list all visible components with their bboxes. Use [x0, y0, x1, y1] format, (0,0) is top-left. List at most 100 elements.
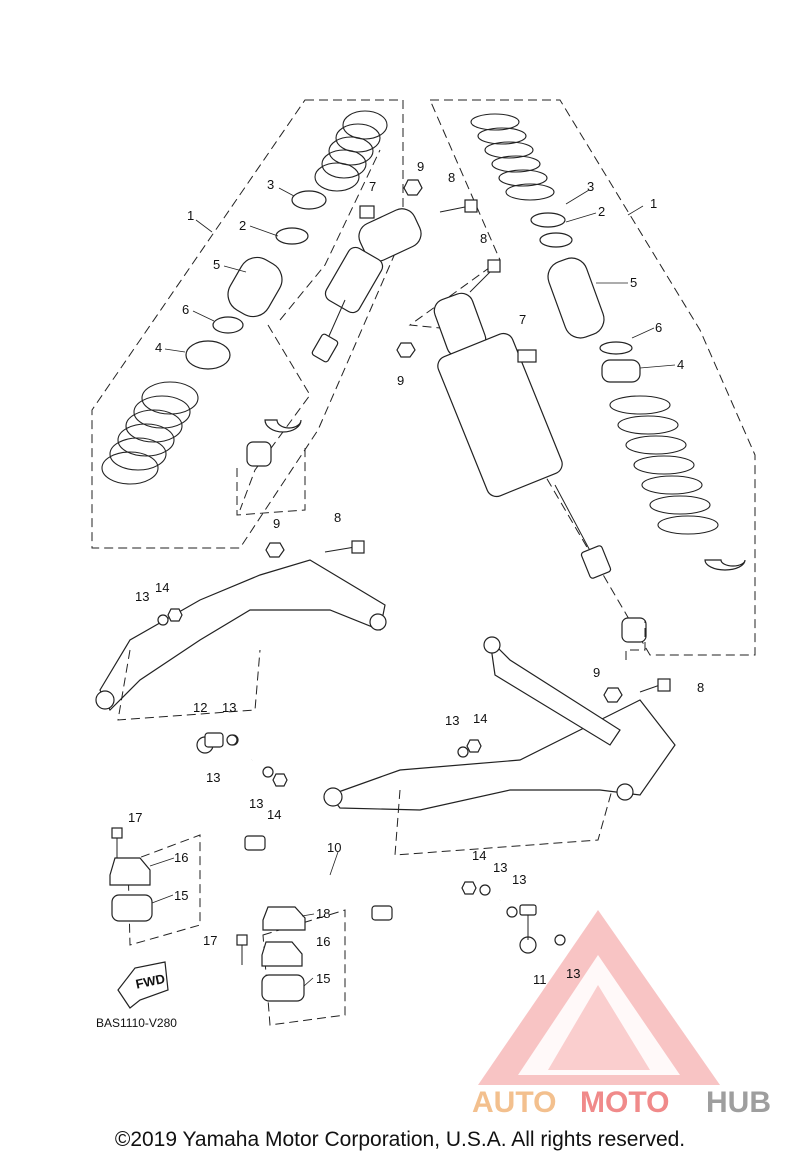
nut-left-arm: [265, 542, 285, 558]
callout-9-right: 9: [397, 373, 404, 388]
retainer-left: [275, 227, 309, 245]
callout-4-left: 4: [155, 340, 162, 355]
callout-9-right-arm: 9: [593, 665, 600, 680]
left-shock-group-outline: [91, 99, 404, 549]
callout-2-left: 2: [239, 218, 246, 233]
watermark-word-auto: AUTO: [472, 1086, 556, 1119]
callout-18: 18: [316, 906, 330, 921]
callout-13-h: 13: [566, 966, 580, 981]
washer-13a: [157, 614, 169, 626]
bolt-right-arm: [639, 678, 671, 693]
callout-13-e: 13: [445, 713, 459, 728]
callout-13-a: 13: [135, 589, 149, 604]
spring-guide-right: [601, 359, 641, 383]
callout-13-c: 13: [206, 770, 220, 785]
washer-13g: [506, 906, 518, 918]
callout-6-right: 6: [655, 320, 662, 335]
callout-5-left: 5: [213, 257, 220, 272]
callout-14-c: 14: [473, 711, 487, 726]
bushing-15b: [261, 974, 305, 1002]
callout-8-right: 8: [480, 231, 487, 246]
right-shock-absorber: [433, 292, 612, 579]
callout-8-right-arm: 8: [697, 680, 704, 695]
rear-arm-lower: [323, 636, 676, 811]
callout-17-b: 17: [203, 933, 217, 948]
callout-17-a: 17: [128, 810, 142, 825]
bolt-left-top: [439, 199, 478, 213]
callout-6-left: 6: [182, 302, 189, 317]
washer-13h: [554, 934, 566, 946]
callout-13-d: 13: [249, 796, 263, 811]
leader-lines: [149, 187, 676, 987]
right-spring-lower: [609, 395, 719, 535]
nut-right-top: [396, 342, 416, 358]
callout-16-b: 16: [316, 934, 330, 949]
bushing-15a: [111, 894, 153, 922]
bracket-16b: [261, 941, 303, 967]
bracket-18: [262, 906, 306, 931]
washer-13b: [226, 734, 238, 746]
retainer-right: [539, 232, 573, 248]
callout-labels: 1 2 3 4 5 6 7 8 9 1 2 3 4 5 6 7 8 9 8 9 …: [128, 159, 704, 987]
stabilizer-link-right: [519, 904, 537, 954]
rear-arm-upper: [95, 559, 387, 712]
callout-13-f: 13: [493, 860, 507, 875]
nut-right-arm: [603, 687, 623, 703]
copyright-notice: ©2019 Yamaha Motor Corporation, U.S.A. A…: [114, 1128, 686, 1151]
callout-9-left: 9: [417, 159, 424, 174]
callout-3-right: 3: [587, 179, 594, 194]
spring-guide-left: [185, 340, 231, 370]
watermark-word-moto: MOTO: [580, 1086, 669, 1119]
callout-7-left: 7: [369, 179, 376, 194]
exploded-parts-diagram: FWD 1 2 3 4 5 6 7 8 9 1 2 3 4 5 6: [91, 99, 771, 1119]
callout-15-b: 15: [316, 971, 330, 986]
bolt-right-top: [469, 259, 501, 293]
bushing-group-left-outline: [127, 834, 201, 946]
callout-16-a: 16: [174, 850, 188, 865]
callout-14-a: 14: [155, 580, 169, 595]
nut-14b: [272, 773, 288, 787]
callout-2-right: 2: [598, 204, 605, 219]
diagram-code: BAS1110-V280: [96, 1016, 177, 1030]
stabilizer-bar: [227, 757, 503, 935]
left-spring-lower: [101, 381, 199, 485]
automotohub-watermark-text: AUTO MOTO HUB: [472, 1086, 771, 1119]
label-tag-right: [517, 349, 537, 363]
spring-seat-right: [530, 212, 566, 228]
spring-clip-left: [264, 419, 302, 433]
bracket-16a: [109, 857, 151, 886]
lower-bushing-left: [246, 441, 272, 467]
callout-1-left: 1: [187, 208, 194, 223]
bumper-right: [547, 257, 605, 339]
bolt-left-arm: [324, 540, 365, 554]
callout-11: 11: [533, 972, 547, 987]
left-spring-upper: [314, 110, 388, 192]
forward-direction-arrow: FWD: [117, 961, 169, 1009]
nut-14a: [167, 608, 183, 622]
nut-14c: [466, 739, 482, 753]
callout-8-left: 8: [448, 170, 455, 185]
callout-14-b: 14: [267, 807, 281, 822]
o-ring-left: [212, 316, 244, 334]
callout-7-right: 7: [519, 312, 526, 327]
callout-1-right: 1: [650, 196, 657, 211]
callout-12: 12: [193, 700, 207, 715]
right-spring-upper: [470, 113, 555, 201]
bumper-left: [227, 256, 283, 318]
callout-10: 10: [327, 840, 341, 855]
callout-15-a: 15: [174, 888, 188, 903]
washer-13e: [457, 746, 469, 758]
bushing-right-outline: [625, 620, 646, 660]
upper-arm-hardware-outline: [117, 649, 261, 721]
fwd-label: FWD: [134, 971, 166, 992]
callout-13-g: 13: [512, 872, 526, 887]
watermark-word-hub: HUB: [706, 1086, 771, 1119]
lower-bushing-right: [621, 617, 647, 643]
callout-5-right: 5: [630, 275, 637, 290]
nut-left-top: [403, 179, 423, 196]
spring-seat-left: [291, 190, 327, 210]
bolt-17b: [236, 934, 248, 965]
washer-13c: [262, 766, 274, 778]
callout-9-left-arm: 9: [273, 516, 280, 531]
